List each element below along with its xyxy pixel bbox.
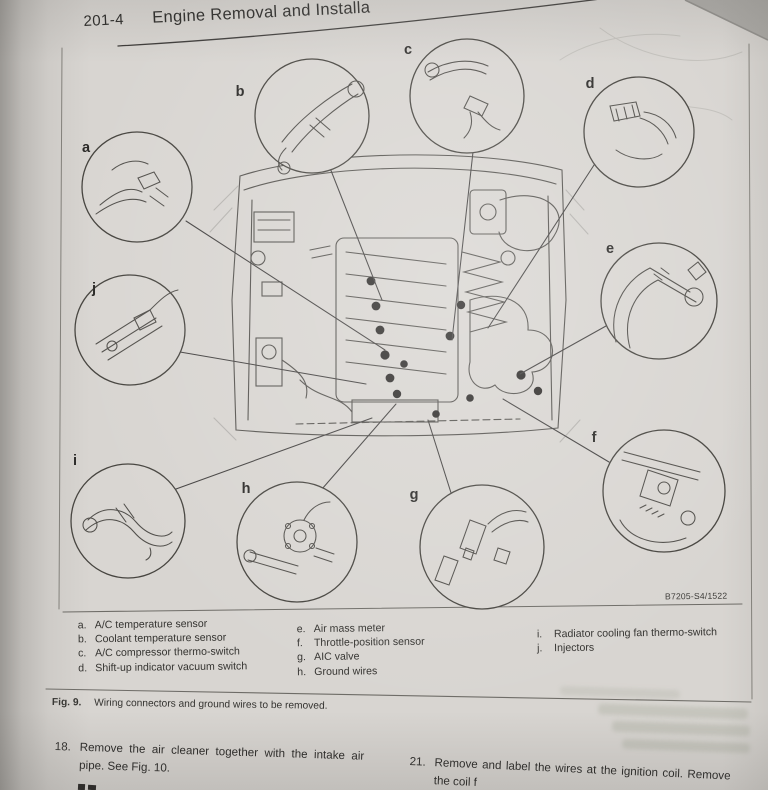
callout-detail-art <box>82 60 707 586</box>
legend-key: j. <box>537 642 543 655</box>
header-underline <box>117 0 598 47</box>
detail-b <box>277 80 365 175</box>
callout-letter-e: e <box>606 241 614 257</box>
callout-circle-d <box>583 76 695 188</box>
step-number: 18. <box>54 739 72 754</box>
detail-g <box>434 509 529 586</box>
legend-label: Injectors <box>554 641 595 655</box>
callout-circle-h <box>236 481 358 603</box>
callout-circle-e <box>600 242 718 360</box>
figure-caption-label: Fig. 9. <box>51 697 82 709</box>
callout-circle-i <box>70 463 186 579</box>
detail-h <box>243 501 335 575</box>
figure-box-right-border <box>748 43 753 700</box>
legend-column-3: i. Radiator cooling fan thermo-switch j.… <box>537 625 762 656</box>
legend-label: AIC valve <box>314 650 360 664</box>
engine-bay-drawing <box>209 154 589 443</box>
legend-label: Ground wires <box>314 664 378 678</box>
legend-key: c. <box>78 647 87 660</box>
cut-off-text-mark <box>77 783 86 790</box>
figure-bottom-rule <box>45 688 752 703</box>
callout-letter-f: f <box>592 430 597 446</box>
legend-item-j: j. Injectors <box>537 639 762 656</box>
legend-label: Air mass meter <box>313 622 386 636</box>
legend-label: Throttle-position sensor <box>313 635 425 650</box>
legend-key: h. <box>297 665 307 678</box>
figure-box-left-border <box>58 47 63 610</box>
callout-letters: a b c d e f g h i j <box>73 42 614 503</box>
detail-a <box>95 160 169 215</box>
legend-column-1: a. A/C temperature sensor b. Coolant tem… <box>78 616 309 676</box>
callout-letter-h: h <box>242 481 251 497</box>
callout-circle-a <box>81 131 193 243</box>
cut-off-text-mark <box>87 784 97 790</box>
leader-lines <box>175 151 610 497</box>
legend-key: g. <box>297 651 307 664</box>
legend-label: A/C temperature sensor <box>94 617 208 632</box>
callout-letter-a: a <box>82 140 91 156</box>
legend-key: i. <box>536 628 543 641</box>
callout-circle-g <box>419 484 545 610</box>
legend-key: a. <box>77 619 87 632</box>
callout-circles <box>70 38 726 610</box>
legend-item-h: h. Ground wires <box>297 662 497 679</box>
legend-item-d: d. Shift-up indicator vacuum switch <box>78 658 308 675</box>
page-number: 201-4 <box>83 11 125 31</box>
callout-letter-b: b <box>236 84 245 100</box>
connector-dots <box>366 276 543 418</box>
step-number: 21. <box>409 754 427 769</box>
legend-top-rule <box>62 603 743 613</box>
figure-code: B7205-S4/1522 <box>664 590 728 602</box>
legend-label: Coolant temperature sensor <box>94 631 227 646</box>
detail-d <box>609 101 677 160</box>
legend-column-2: e. Air mass meter f. Throttle-position s… <box>297 620 498 679</box>
callout-letter-j: j <box>91 281 96 297</box>
detail-j <box>95 289 179 361</box>
legend-key: b. <box>77 633 87 646</box>
detail-c <box>424 60 501 139</box>
legend-key: e. <box>296 623 306 636</box>
detail-i <box>82 503 173 561</box>
callout-letter-d: d <box>586 76 595 92</box>
legend-label: Radiator cooling fan thermo-switch <box>553 626 718 641</box>
legend-key: d. <box>78 661 88 675</box>
legend-key: f. <box>296 637 303 650</box>
detail-f <box>619 451 701 543</box>
detail-e <box>613 261 707 349</box>
callout-circle-f <box>602 429 726 553</box>
callout-letter-c: c <box>404 42 412 58</box>
callout-letter-g: g <box>410 487 419 503</box>
callout-circle-c <box>409 38 525 154</box>
callout-circle-b <box>254 58 370 174</box>
legend-label: Shift-up indicator vacuum switch <box>95 659 248 674</box>
callout-letter-i: i <box>73 453 77 469</box>
